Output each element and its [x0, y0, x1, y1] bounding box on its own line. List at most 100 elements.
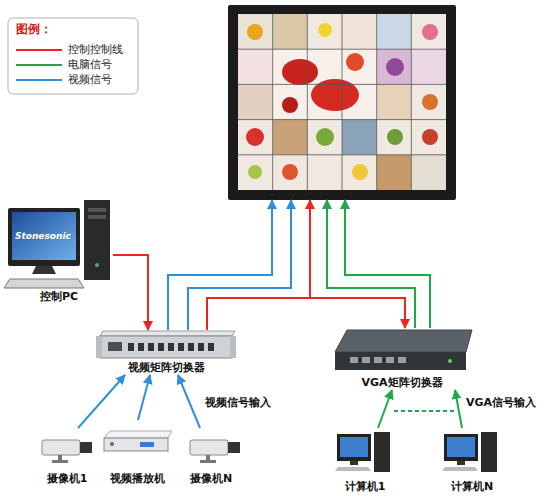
- device-label: 计算机1: [345, 480, 386, 494]
- screen-tile: [273, 120, 308, 155]
- rack-ear: [96, 336, 102, 358]
- fruit-image: [352, 164, 368, 180]
- drive-slot: [88, 208, 106, 212]
- signal-arrow: [178, 375, 200, 428]
- signal-arrow: [455, 390, 462, 428]
- signal-arrow: [207, 200, 310, 330]
- fruit-image: [282, 59, 318, 85]
- signal-arrow: [113, 255, 148, 330]
- device-label: 摄像机N: [190, 472, 232, 486]
- monitor-stand: [32, 266, 56, 274]
- legend-title: 图例：: [16, 22, 52, 36]
- camera-mount: [52, 460, 68, 463]
- monitor-screen: [447, 437, 475, 457]
- monitor-stand: [457, 461, 465, 465]
- signal-arrow: [378, 390, 392, 428]
- wall-frame: [228, 5, 456, 200]
- screen-grid: [238, 14, 446, 190]
- monitor-frame: [444, 434, 478, 461]
- device-label: 摄像机1: [47, 472, 88, 486]
- screen-tile: [238, 49, 273, 84]
- control-pc-art: [4, 200, 110, 288]
- pc-tower: [84, 200, 110, 280]
- vga-matrix-switcher: VGA矩阵切换器: [332, 328, 472, 390]
- video-player: 视频播放机: [100, 420, 174, 486]
- signal-arrow: [327, 200, 415, 328]
- pc-tower: [374, 432, 390, 472]
- legend-entry: 电脑信号: [16, 58, 112, 72]
- signal-arrow: [138, 375, 150, 420]
- wall-screen: [238, 14, 446, 190]
- rack-ear: [230, 336, 236, 358]
- device-top: [100, 331, 235, 336]
- fruit-image: [246, 128, 264, 146]
- legend-swatch: [16, 49, 62, 51]
- connector-layer: [78, 200, 462, 428]
- fruit-image: [422, 129, 438, 145]
- monitor-frame: [8, 208, 80, 266]
- player-front: [104, 438, 168, 451]
- legend-entry: 视频信号: [16, 73, 112, 87]
- device-buttons: [128, 343, 214, 351]
- fruit-image: [282, 97, 298, 113]
- legend-text: 控制控制线: [68, 43, 123, 56]
- monitor-frame: [337, 434, 371, 461]
- fruit-image: [282, 164, 298, 180]
- computer-art: [335, 432, 497, 472]
- camera-body: [190, 440, 228, 455]
- signal-arrow: [188, 200, 291, 330]
- player-display: [140, 442, 154, 447]
- pc-tower: [481, 432, 497, 472]
- legend-swatch: [16, 64, 62, 66]
- screen-tile: [342, 14, 377, 49]
- device-front: [335, 352, 466, 370]
- signal-arrow: [168, 200, 272, 330]
- screen-tile: [411, 49, 446, 84]
- signal-arrow: [207, 298, 405, 330]
- device-label: 视频矩阵切换器: [128, 361, 205, 375]
- signal-note: VGA信号输入: [466, 396, 536, 410]
- fruit-image: [346, 53, 364, 71]
- screen-tile: [377, 84, 412, 119]
- fruit-image: [248, 165, 262, 179]
- device-label: 控制PC: [40, 290, 78, 304]
- signal-note: 视频信号输入: [205, 396, 271, 410]
- camera-lens: [228, 442, 240, 453]
- fruit-image: [318, 23, 332, 37]
- fruit-image: [247, 24, 263, 40]
- screen-tile: [377, 155, 412, 190]
- device-label: 计算机N: [451, 480, 493, 494]
- video-matrix-switcher: 视频矩阵切换器: [98, 330, 234, 375]
- legend-text: 视频信号: [68, 73, 112, 86]
- monitor-screen: [12, 212, 76, 260]
- computer: 计算机1: [333, 428, 397, 494]
- keyboard: [335, 467, 371, 471]
- screen-tile: [273, 14, 308, 49]
- fruit-image: [387, 129, 403, 145]
- power-led: [448, 359, 452, 363]
- device-buttons: [350, 357, 406, 363]
- drive-slot: [88, 215, 106, 219]
- player-top: [104, 431, 172, 438]
- power-led: [95, 263, 99, 267]
- device-top: [335, 330, 472, 352]
- keyboard: [4, 279, 84, 288]
- legend-entry: 控制控制线: [16, 43, 123, 57]
- computer: 计算机N: [440, 428, 504, 494]
- screen-tile: [238, 14, 273, 49]
- legend-text: 电脑信号: [68, 58, 112, 71]
- camera-mount: [200, 460, 216, 463]
- monitor-stand: [350, 461, 358, 465]
- device-display: [108, 342, 122, 351]
- camera-body: [42, 440, 80, 455]
- keyboard: [442, 467, 478, 471]
- video-wall: [228, 5, 456, 200]
- signal-arrow: [78, 375, 125, 428]
- screen-tile: [377, 49, 412, 84]
- fruit-image: [422, 94, 438, 110]
- vga-matrix-art: [335, 330, 472, 370]
- legend-box: [8, 18, 138, 94]
- legend-swatch: [16, 79, 62, 81]
- video-matrix-art: [96, 331, 236, 358]
- camera: 摄像机1: [35, 428, 99, 486]
